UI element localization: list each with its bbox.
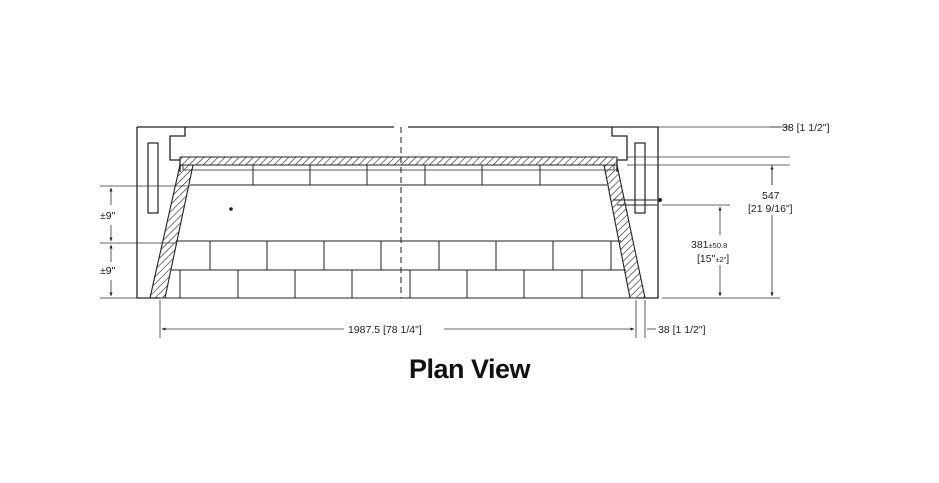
right-wall [603, 164, 646, 299]
width-dim: 1987.5 [78 1/4"] [348, 324, 422, 336]
depth-in-close: ] [726, 253, 729, 265]
depth-mm-tolerance: ±50.8 [709, 241, 728, 250]
depth-in-dim: [15"±2"] [697, 253, 729, 265]
outer-frame [136, 126, 659, 299]
left-wall [149, 164, 194, 299]
brick-courses [165, 164, 630, 299]
top-flange-dim: 38 [1 1/2"] [782, 122, 830, 134]
depth-in-value: [15" [697, 253, 716, 265]
dimension-lines [100, 126, 790, 338]
marker-dot-right [658, 198, 662, 202]
depth-mm-value: 381 [691, 239, 709, 251]
depth-in-tolerance: ±2" [715, 255, 726, 264]
right-slot [634, 142, 646, 214]
marker-dot-left [229, 207, 233, 211]
lower-offset-dim: ±9" [100, 265, 116, 277]
height-in-dim: [21 9/16"] [748, 203, 793, 215]
side-flange-dim: 38 [1 1/2"] [658, 324, 706, 336]
depth-mm-dim: 381±50.8 [691, 239, 727, 251]
right-pipe [613, 199, 657, 206]
caption-title: Plan View [408, 354, 531, 384]
height-mm-dim: 547 [762, 190, 780, 202]
top-slab [179, 156, 618, 171]
upper-offset-dim: ±9" [100, 210, 116, 222]
left-slot [147, 142, 159, 214]
